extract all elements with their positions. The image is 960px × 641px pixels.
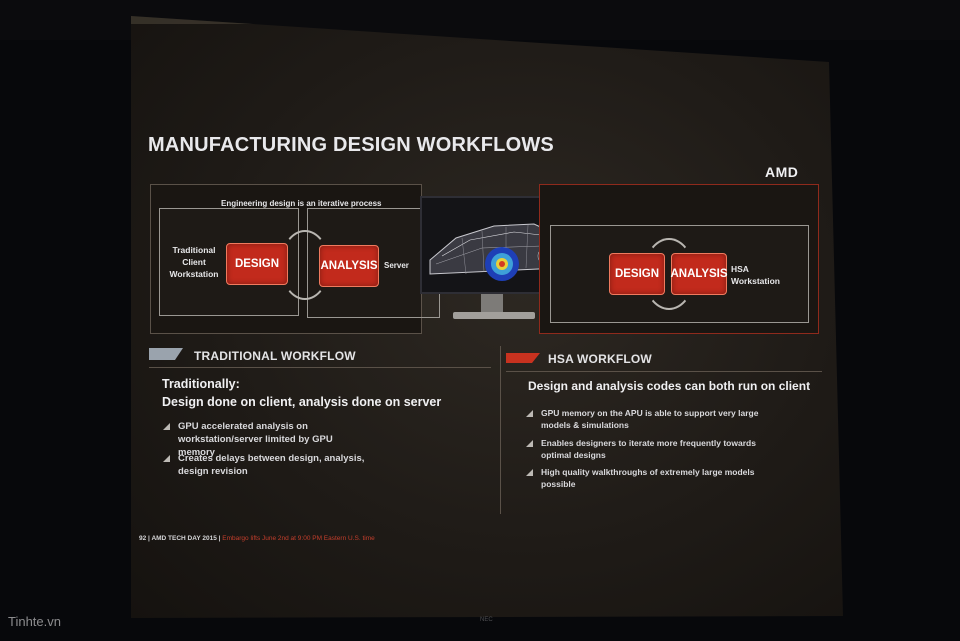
bullet-triangle-icon [526,469,533,476]
traditional-bullet: Creates delays between design, analysis,… [163,452,368,478]
bullet-triangle-icon [163,455,170,462]
monitor-stand-base [453,312,535,319]
traditional-lead-1: Traditionally: [162,377,240,391]
embargo-notice: Embargo lifts June 2nd at 9:00 PM Easter… [222,535,375,542]
event-name: AMD TECH DAY 2015 [151,535,217,542]
hsa-rule [506,371,822,372]
traditional-bullet-text: Creates delays between design, analysis,… [178,453,365,477]
server-label: Server [384,261,409,270]
hsa-lead: Design and analysis codes can both run o… [528,379,811,393]
hsa-bullet: GPU memory on the APU is able to support… [526,407,781,431]
section-divider [500,346,501,514]
traditional-bullet: GPU accelerated analysis on workstation/… [163,420,368,459]
bullet-triangle-icon [526,410,533,417]
hsa-section-marker [506,353,540,363]
design-block-left: DESIGN [226,243,288,285]
traditional-lead-2: Design done on client, analysis done on … [162,395,442,409]
diagram-caption: Engineering design is an iterative proce… [221,199,382,208]
bullet-triangle-icon [526,440,533,447]
watermark: Tinhte.vn [8,614,61,629]
iteration-arrows-right [643,238,695,310]
hsa-bullet: Enables designers to iterate more freque… [526,437,781,461]
hsa-bullet-text: High quality walkthroughs of extremely l… [541,467,755,489]
hsa-bullet-text: GPU memory on the APU is able to support… [541,408,759,430]
iteration-arrows-left [280,230,330,300]
slide-footer: 92 | AMD TECH DAY 2015 | Embargo lifts J… [139,535,375,542]
page-number: 92 [139,535,147,542]
traditional-section-marker [149,348,183,360]
hsa-workstation-box [550,225,809,323]
hsa-bullet-text: Enables designers to iterate more freque… [541,438,756,460]
amd-logo: AMD [765,164,799,180]
traditional-bullet-text: GPU accelerated analysis on workstation/… [178,421,333,458]
traditional-heading: TRADITIONAL WORKFLOW [194,349,356,363]
hsa-bullet: High quality walkthroughs of extremely l… [526,466,781,490]
hsa-heading: HSA WORKFLOW [548,352,652,366]
slide-title: MANUFACTURING DESIGN WORKFLOWS [148,134,554,156]
projector-logo: NEC [480,617,493,623]
traditional-rule [149,367,491,368]
projection-screen: MANUFACTURING DESIGN WORKFLOWS AMD Engin… [131,16,843,618]
analysis-block-left: ANALYSIS [319,245,379,287]
monitor-stand-neck [481,294,503,312]
bullet-triangle-icon [163,423,170,430]
